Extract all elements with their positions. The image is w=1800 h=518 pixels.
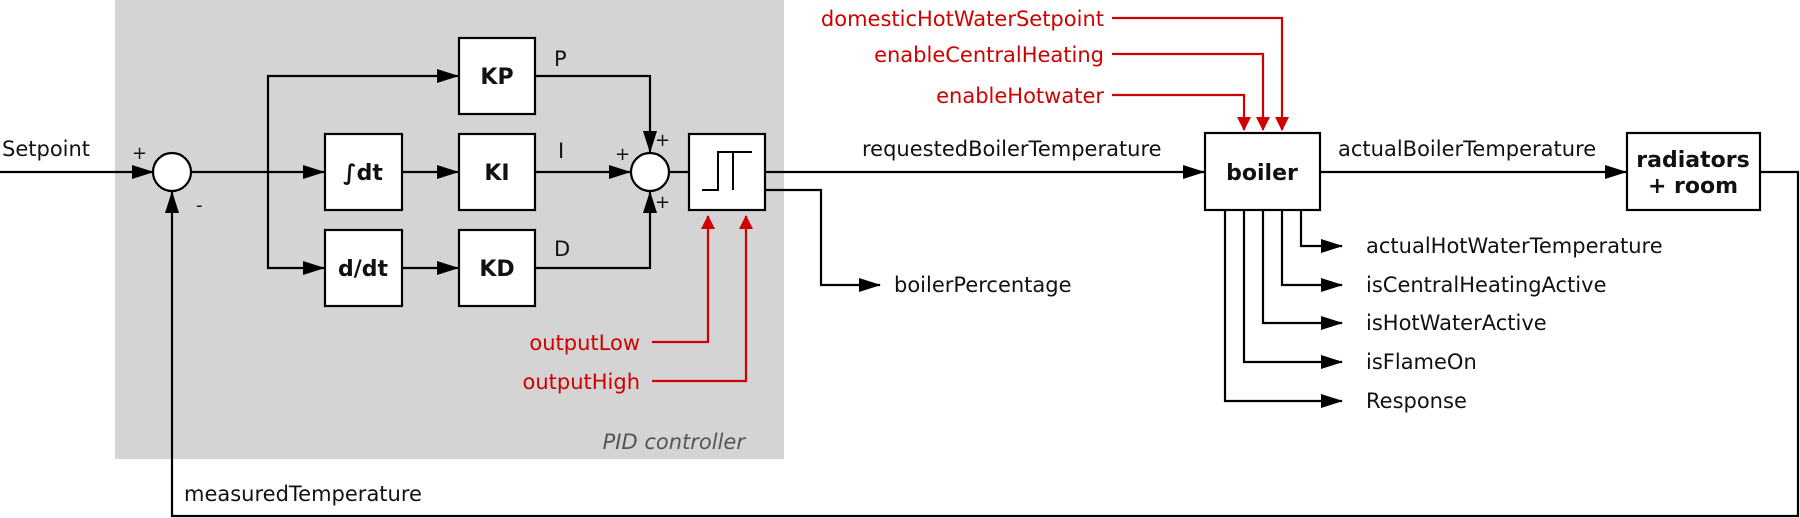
ki-label: KI: [484, 161, 509, 186]
is-central-heating-active-label: isCentralHeatingActive: [1366, 273, 1607, 297]
radiators-room-block: [1625, 131, 1762, 212]
limiter-step-icon: [702, 151, 752, 191]
radiators-label: radiators: [1636, 148, 1749, 173]
output-limiter-block: [687, 132, 767, 212]
pid-controller-label: PID controller: [603, 430, 747, 454]
pid-controller-region: [115, 0, 784, 459]
p-term-wire: [535, 74, 657, 153]
derivative-block: [323, 228, 404, 308]
domestic-hot-water-setpoint-wire: [1112, 16, 1289, 131]
output-high-wire: [652, 215, 753, 383]
is-central-heating-active-wire: [1280, 210, 1343, 292]
enable-central-heating-label: enableCentralHeating: [874, 43, 1104, 67]
requested-boiler-temperature-label: requestedBoilerTemperature: [862, 137, 1162, 161]
error-to-derivative-wire: [266, 172, 325, 275]
setpoint-label: Setpoint: [2, 137, 90, 161]
is-hot-water-active-wire: [1261, 210, 1343, 330]
d-term-label: D: [554, 237, 570, 261]
kp-block: [457, 36, 537, 116]
output-high-label: outputHigh: [522, 370, 640, 394]
is-flame-on-wire: [1242, 210, 1343, 369]
room-label: + room: [1648, 174, 1738, 199]
setpoint-plus-sign: +: [132, 143, 147, 164]
error-summing-junction: [151, 151, 193, 193]
p-term-label: P: [554, 47, 567, 71]
actual-boiler-temperature-label: actualBoilerTemperature: [1338, 137, 1596, 161]
integrator-label: ∫dt: [343, 161, 383, 186]
kd-label: KD: [479, 257, 514, 282]
enable-central-heating-wire: [1112, 52, 1270, 131]
output-low-wire: [652, 215, 715, 344]
boiler-percentage-label: boilerPercentage: [894, 273, 1072, 297]
response-label: Response: [1366, 389, 1467, 413]
response-wire: [1223, 210, 1343, 408]
kp-label: KP: [480, 65, 513, 90]
error-to-kp-wire: [266, 69, 459, 172]
measured-temperature-feedback-wire: [165, 170, 1800, 518]
d-term-wire: [535, 191, 657, 270]
enable-hotwater-label: enableHotwater: [936, 84, 1104, 108]
boiler-block: [1203, 131, 1322, 212]
actual-hot-water-temperature-label: actualHotWaterTemperature: [1366, 234, 1663, 258]
ki-block: [457, 132, 537, 212]
is-flame-on-label: isFlameOn: [1366, 350, 1477, 374]
p-plus-sign: +: [655, 130, 670, 151]
domestic-hot-water-setpoint-label: domesticHotWaterSetpoint: [821, 7, 1104, 31]
boiler-percentage-wire: [765, 188, 881, 292]
is-hot-water-active-label: isHotWaterActive: [1366, 311, 1547, 335]
actual-hot-water-temperature-wire: [1299, 210, 1343, 253]
output-low-label: outputLow: [529, 331, 640, 355]
i-term-label: I: [558, 139, 564, 163]
enable-hotwater-wire: [1112, 93, 1251, 131]
derivative-label: d/dt: [338, 257, 389, 282]
i-plus-sign: +: [615, 144, 630, 165]
pid-summing-junction: [629, 151, 671, 193]
feedback-minus-sign: -: [196, 195, 203, 216]
d-plus-sign: +: [655, 192, 670, 213]
boiler-label: boiler: [1226, 161, 1298, 186]
integrator-block: [323, 132, 404, 212]
measured-temperature-label: measuredTemperature: [184, 482, 422, 506]
